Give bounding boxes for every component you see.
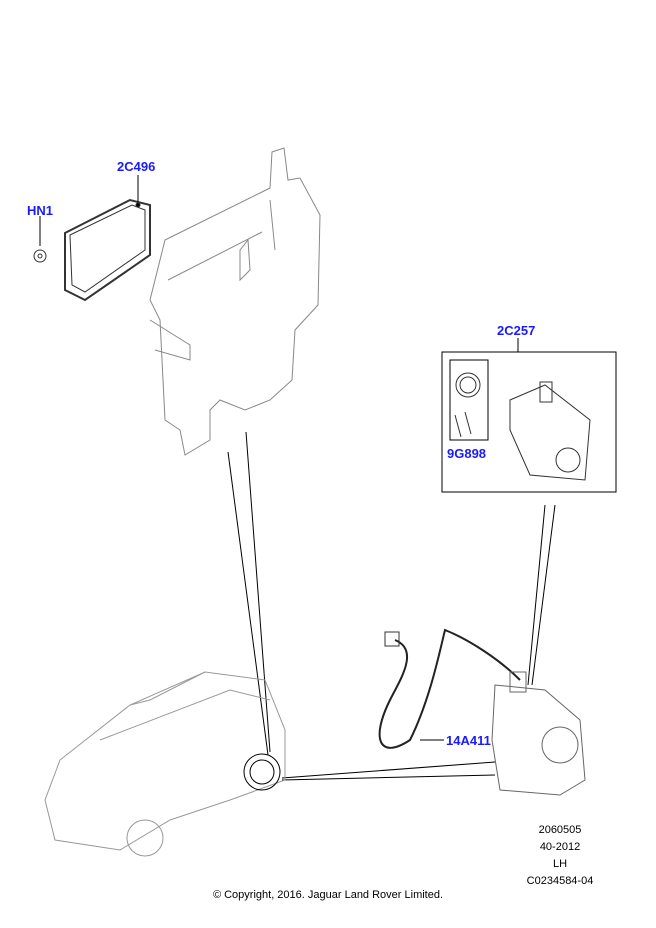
- mounting-bracket: [149, 147, 321, 456]
- diagram-code: C0234584-04: [526, 875, 594, 887]
- callout-9g898[interactable]: 9G898: [447, 446, 487, 461]
- brake-cable-harness: [378, 628, 521, 749]
- illustration-number: 2060505: [538, 824, 582, 836]
- copyright: © Copyright, 2016. Jaguar Land Rover Lim…: [212, 889, 444, 901]
- brake-caliper: [491, 671, 586, 796]
- actuator-kit-box: [441, 351, 617, 493]
- callout-2c257[interactable]: 2C257: [497, 323, 536, 338]
- callout-hn1[interactable]: HN1: [27, 203, 54, 218]
- actuator-motor: [454, 372, 591, 481]
- callout-2c496[interactable]: 2C496: [117, 159, 156, 174]
- callout-14a411[interactable]: 14A411: [446, 733, 491, 748]
- drive-side: LH: [552, 858, 568, 870]
- vehicle-illustration: [44, 671, 286, 857]
- connector: [384, 631, 400, 647]
- parking-brake-module: [33, 175, 151, 302]
- leader-lines: [227, 338, 556, 781]
- date-code: 40-2012: [539, 841, 581, 853]
